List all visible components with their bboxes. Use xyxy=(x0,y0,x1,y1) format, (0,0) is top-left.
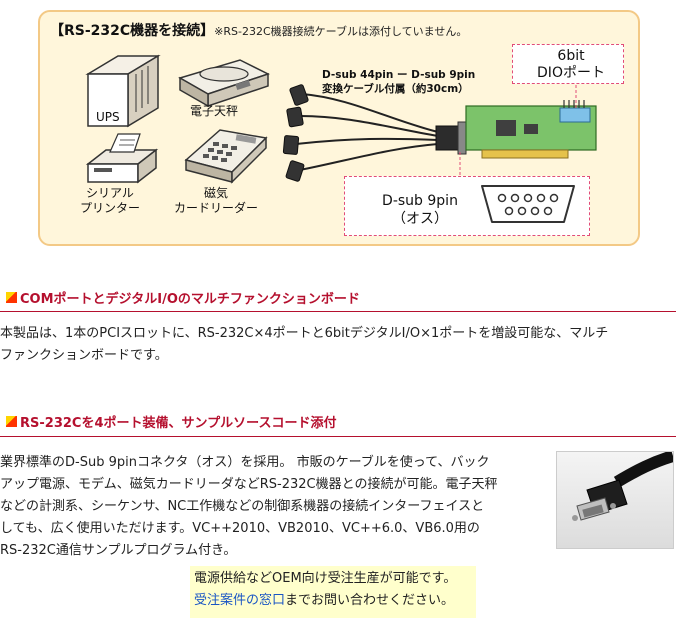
cable-label: D-sub 44pin ー D-sub 9pin 変換ケーブル付属（約30cm） xyxy=(322,68,475,96)
printer-label-line2: プリンター xyxy=(79,201,140,215)
printer-label-line1: シリアル xyxy=(86,186,134,200)
section1-line: ファンクションボードです。 xyxy=(0,348,168,363)
cable-bundle xyxy=(295,93,439,171)
section2-divider xyxy=(0,436,676,437)
card-reader-label-line1: 磁気 xyxy=(203,186,228,200)
bullet-square-icon xyxy=(6,292,17,303)
connector-photo xyxy=(556,451,674,549)
section2-body: 業界標準のD-Sub 9pinコネクタ（オス）を採用。 市販のケーブルを使って、… xyxy=(0,452,497,562)
dio-label-line1: 6bit xyxy=(557,48,585,64)
notice-line2: 受注案件の窓口までお問い合わせください。 xyxy=(194,590,472,612)
pci-board-icon xyxy=(465,100,597,159)
scale-icon xyxy=(178,59,270,108)
oem-notice: 電源供給などOEM向け受注生産が可能です。 受注案件の窓口までお問い合わせくださ… xyxy=(190,566,476,618)
card-reader-label-line2: カードリーダー xyxy=(173,201,258,215)
printer-label: シリアル プリンター xyxy=(70,186,150,216)
card-reader-label: 磁気 カードリーダー xyxy=(166,186,266,216)
inquiry-link[interactable]: 受注案件の窓口 xyxy=(194,593,286,608)
section2-line: などの計測系、シーケンサ、NC工作機などの制御系機器の接続インターフェイスと xyxy=(0,499,485,514)
section1-heading: COMポートとデジタルI/Oのマルチファンクションボード xyxy=(6,288,360,307)
bullet-square-icon xyxy=(6,416,17,427)
ups-label: UPS xyxy=(96,110,120,124)
notice-line2-suffix: までお問い合わせください。 xyxy=(285,593,455,608)
dsub-label-line2: （オス） xyxy=(392,211,448,227)
section1-divider xyxy=(0,311,676,312)
cable-label-line2: 変換ケーブル付属（約30cm） xyxy=(322,83,469,95)
section2-line: アップ電源、モデム、磁気カードリーダなどRS-232C機器との接続が可能。電子天… xyxy=(0,477,498,492)
diagram-illustrations xyxy=(85,54,597,184)
card-reader-icon xyxy=(184,129,268,184)
dio-callout xyxy=(512,44,624,84)
dsub-label: D-sub 9pin （オス） xyxy=(360,192,480,228)
cable-connector-icon xyxy=(572,452,673,521)
section2-line: RS-232C通信サンプルプログラム付き。 xyxy=(0,543,237,558)
diagram-title-note: ※RS-232C機器接続ケーブルは添付していません。 xyxy=(214,25,468,38)
bracket-icon xyxy=(457,121,467,155)
section1-heading-text: COMポートとデジタルI/Oのマルチファンクションボード xyxy=(20,292,360,307)
dsub-9pin-icon xyxy=(481,185,575,223)
section2-heading: RS-232Cを4ポート装備、サンプルソースコード添付 xyxy=(6,412,336,431)
dsub-44pin-connector xyxy=(435,125,459,151)
dsub-label-line1: D-sub 9pin xyxy=(382,193,458,209)
dsub-connectors xyxy=(282,84,309,182)
cable-label-line1: D-sub 44pin ー D-sub 9pin xyxy=(322,69,476,81)
diagram-title-main: 【RS-232C機器を接続】 xyxy=(50,23,215,39)
dio-label-line2: DIOポート xyxy=(537,65,605,81)
section2-heading-text: RS-232Cを4ポート装備、サンプルソースコード添付 xyxy=(20,416,337,431)
printer-icon xyxy=(85,133,159,184)
section2-line: しても、広く使用いただけます。VC++2010、VB2010、VC++6.0、V… xyxy=(0,521,480,536)
scale-label: 電子天秤 xyxy=(190,104,239,118)
ups-icon xyxy=(85,54,161,128)
notice-line1: 電源供給などOEM向け受注生産が可能です。 xyxy=(194,571,457,586)
connection-diagram: 【RS-232C機器を接続】※RS-232C機器接続ケーブルは添付していません。 xyxy=(38,10,640,246)
dio-label: 6bit DIOポート xyxy=(526,48,616,82)
section2-line: 業界標準のD-Sub 9pinコネクタ（オス）を採用。 市販のケーブルを使って、… xyxy=(0,455,490,470)
section1-body: 本製品は、1本のPCIスロットに、RS-232C×4ポートと6bitデジタルI/… xyxy=(0,323,608,367)
section1-line: 本製品は、1本のPCIスロットに、RS-232C×4ポートと6bitデジタルI/… xyxy=(0,326,609,341)
diagram-title: 【RS-232C機器を接続】※RS-232C機器接続ケーブルは添付していません。 xyxy=(50,20,467,40)
